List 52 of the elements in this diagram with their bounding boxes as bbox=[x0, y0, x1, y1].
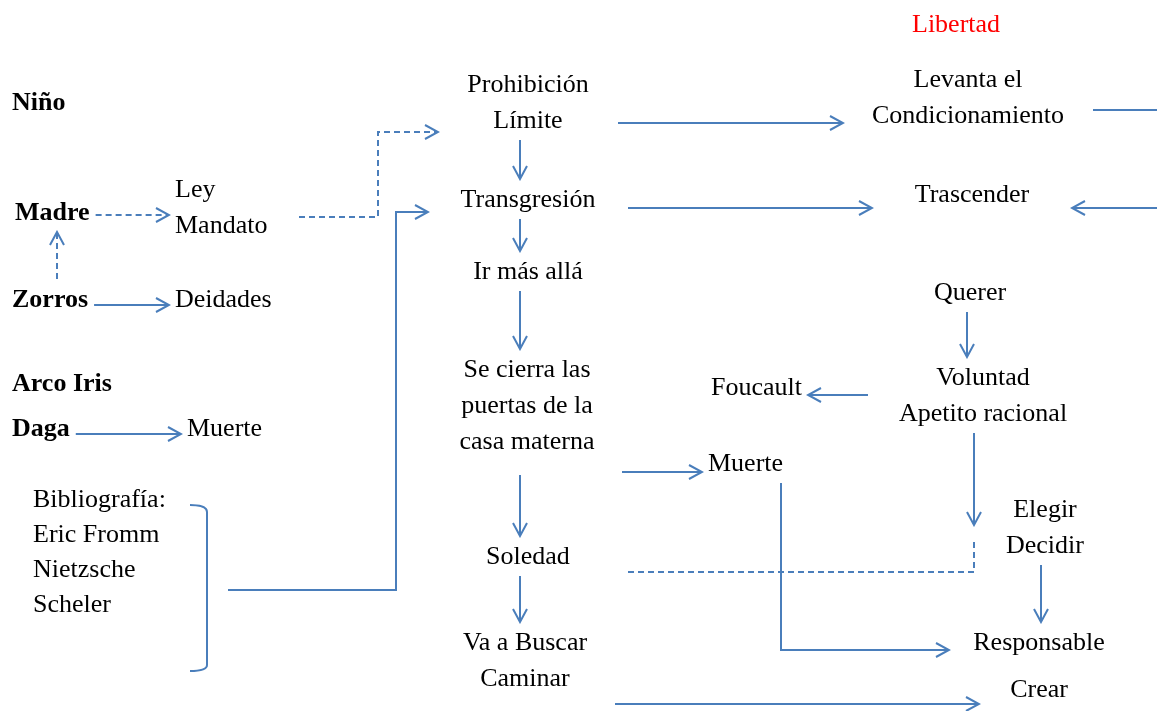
connector-line bbox=[627, 539, 975, 573]
arrow bbox=[49, 231, 65, 280]
arrow bbox=[227, 204, 429, 591]
concept-label: Niño bbox=[12, 86, 66, 118]
heading-label: Libertad bbox=[912, 8, 1001, 40]
concept-label: Elegir Decidir bbox=[1005, 493, 1085, 561]
concept-label: Ir más allá bbox=[472, 255, 584, 287]
concept-label: Va a Buscar Caminar bbox=[461, 626, 589, 694]
arrow bbox=[512, 139, 528, 180]
concept-label: Levanta el Condicionamiento bbox=[870, 63, 1066, 131]
concept-label: Se cierra las puertas de la casa materna bbox=[458, 353, 596, 457]
concept-label: Soledad bbox=[485, 540, 571, 572]
concept-label: Prohibición Límite bbox=[466, 68, 590, 136]
arrow bbox=[807, 387, 869, 403]
concept-label: Ley Mandato bbox=[175, 173, 269, 241]
arrow bbox=[1071, 200, 1157, 216]
arrow bbox=[512, 290, 528, 350]
arrow bbox=[512, 474, 528, 537]
concept-label: Madre bbox=[15, 196, 90, 228]
concept-label: Querer bbox=[932, 276, 1008, 308]
concept-label: Trascender bbox=[913, 178, 1031, 210]
concept-label: Crear bbox=[1009, 673, 1069, 705]
arrow bbox=[94, 207, 170, 223]
arrow bbox=[298, 124, 439, 218]
arrow bbox=[617, 115, 844, 131]
concept-label: Responsable bbox=[972, 626, 1106, 658]
connector-line bbox=[1092, 109, 1157, 111]
concept-label: Voluntad bbox=[935, 361, 1031, 393]
concept-label: Zorros bbox=[12, 283, 89, 315]
concept-label: Arco Iris bbox=[12, 367, 112, 399]
concept-label: Muerte bbox=[708, 447, 784, 479]
concept-label: Transgresión bbox=[459, 183, 597, 215]
concept-label: Muerte bbox=[187, 412, 263, 444]
concept-label: Deidades bbox=[175, 283, 272, 315]
reference-text: Bibliografía: bbox=[33, 483, 167, 515]
arrow bbox=[621, 464, 703, 480]
arrow bbox=[966, 432, 982, 526]
concept-label: Apetito racional bbox=[897, 397, 1069, 429]
arrow bbox=[74, 426, 182, 442]
concept-label: Daga bbox=[12, 412, 70, 444]
reference-text: Eric Fromm bbox=[33, 518, 161, 550]
reference-text: Nietzsche bbox=[33, 553, 137, 585]
reference-text: Scheler bbox=[33, 588, 112, 620]
arrow bbox=[614, 696, 980, 711]
concept-label: Foucault bbox=[711, 371, 802, 403]
arrow bbox=[1033, 564, 1049, 623]
arrow bbox=[780, 482, 950, 658]
arrow bbox=[512, 218, 528, 252]
arrow bbox=[93, 297, 170, 313]
arrow bbox=[512, 575, 528, 623]
arrow bbox=[959, 311, 975, 358]
arrow bbox=[627, 200, 873, 216]
